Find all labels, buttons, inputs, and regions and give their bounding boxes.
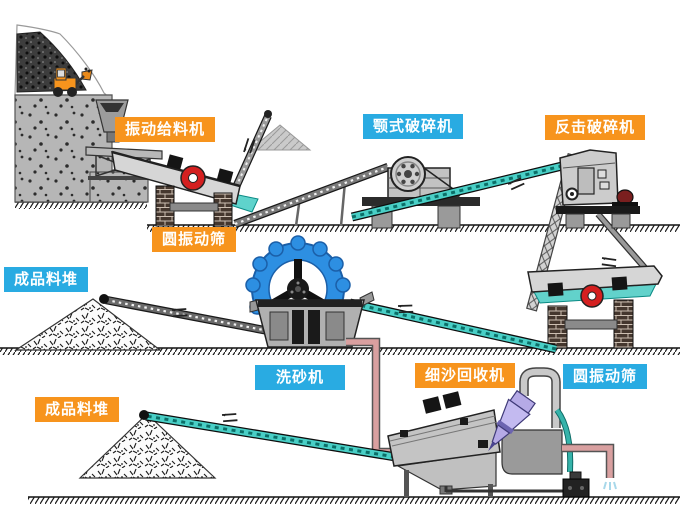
label-circular-screen-2: 圆振动筛 <box>563 364 648 389</box>
label-sand-washer: 洗砂机 <box>255 365 346 390</box>
label-finished-pile-mid: 成品料堆 <box>4 267 89 292</box>
slurry-pump-icon <box>562 471 590 498</box>
circular-vibrating-screen-1-illustration <box>111 150 259 227</box>
circular-vibrating-screen-2-illustration <box>527 265 663 349</box>
conveyor-recycler-to-pile3 <box>139 410 421 466</box>
label-finished-pile-bottom: 成品料堆 <box>35 397 120 422</box>
conveyor-screen2-to-washer <box>349 298 557 354</box>
ground-line-upper-cliff <box>15 201 147 209</box>
impact-crusher-illustration <box>556 149 648 271</box>
impact-motor-icon <box>616 189 634 205</box>
finished-stockpile-row2 <box>14 298 162 351</box>
label-impact-crusher: 反击破碎机 <box>545 115 646 140</box>
conveyor-washer-to-pile2 <box>99 294 291 340</box>
hydrocyclone-icon <box>488 389 536 452</box>
ground-line-row3 <box>28 496 680 504</box>
sand-washer-illustration <box>245 235 375 348</box>
conveyor-screen1-to-jaw <box>233 163 390 228</box>
wheel-loader-icon <box>53 67 93 97</box>
conveyor-jaw-to-impact <box>350 161 564 222</box>
label-jaw-crusher: 颚式破碎机 <box>363 114 464 139</box>
sand-stockpile-row1 <box>248 124 312 151</box>
finished-stockpile-row3 <box>78 413 217 479</box>
label-vibrating-feeder: 振动给料机 <box>115 117 216 142</box>
ground-lines <box>0 201 680 504</box>
label-fine-sand-recycler: 细沙回收机 <box>415 363 516 388</box>
label-circular-screen-1: 圆振动筛 <box>152 227 237 252</box>
fine-sand-recycler-illustration <box>387 367 617 498</box>
